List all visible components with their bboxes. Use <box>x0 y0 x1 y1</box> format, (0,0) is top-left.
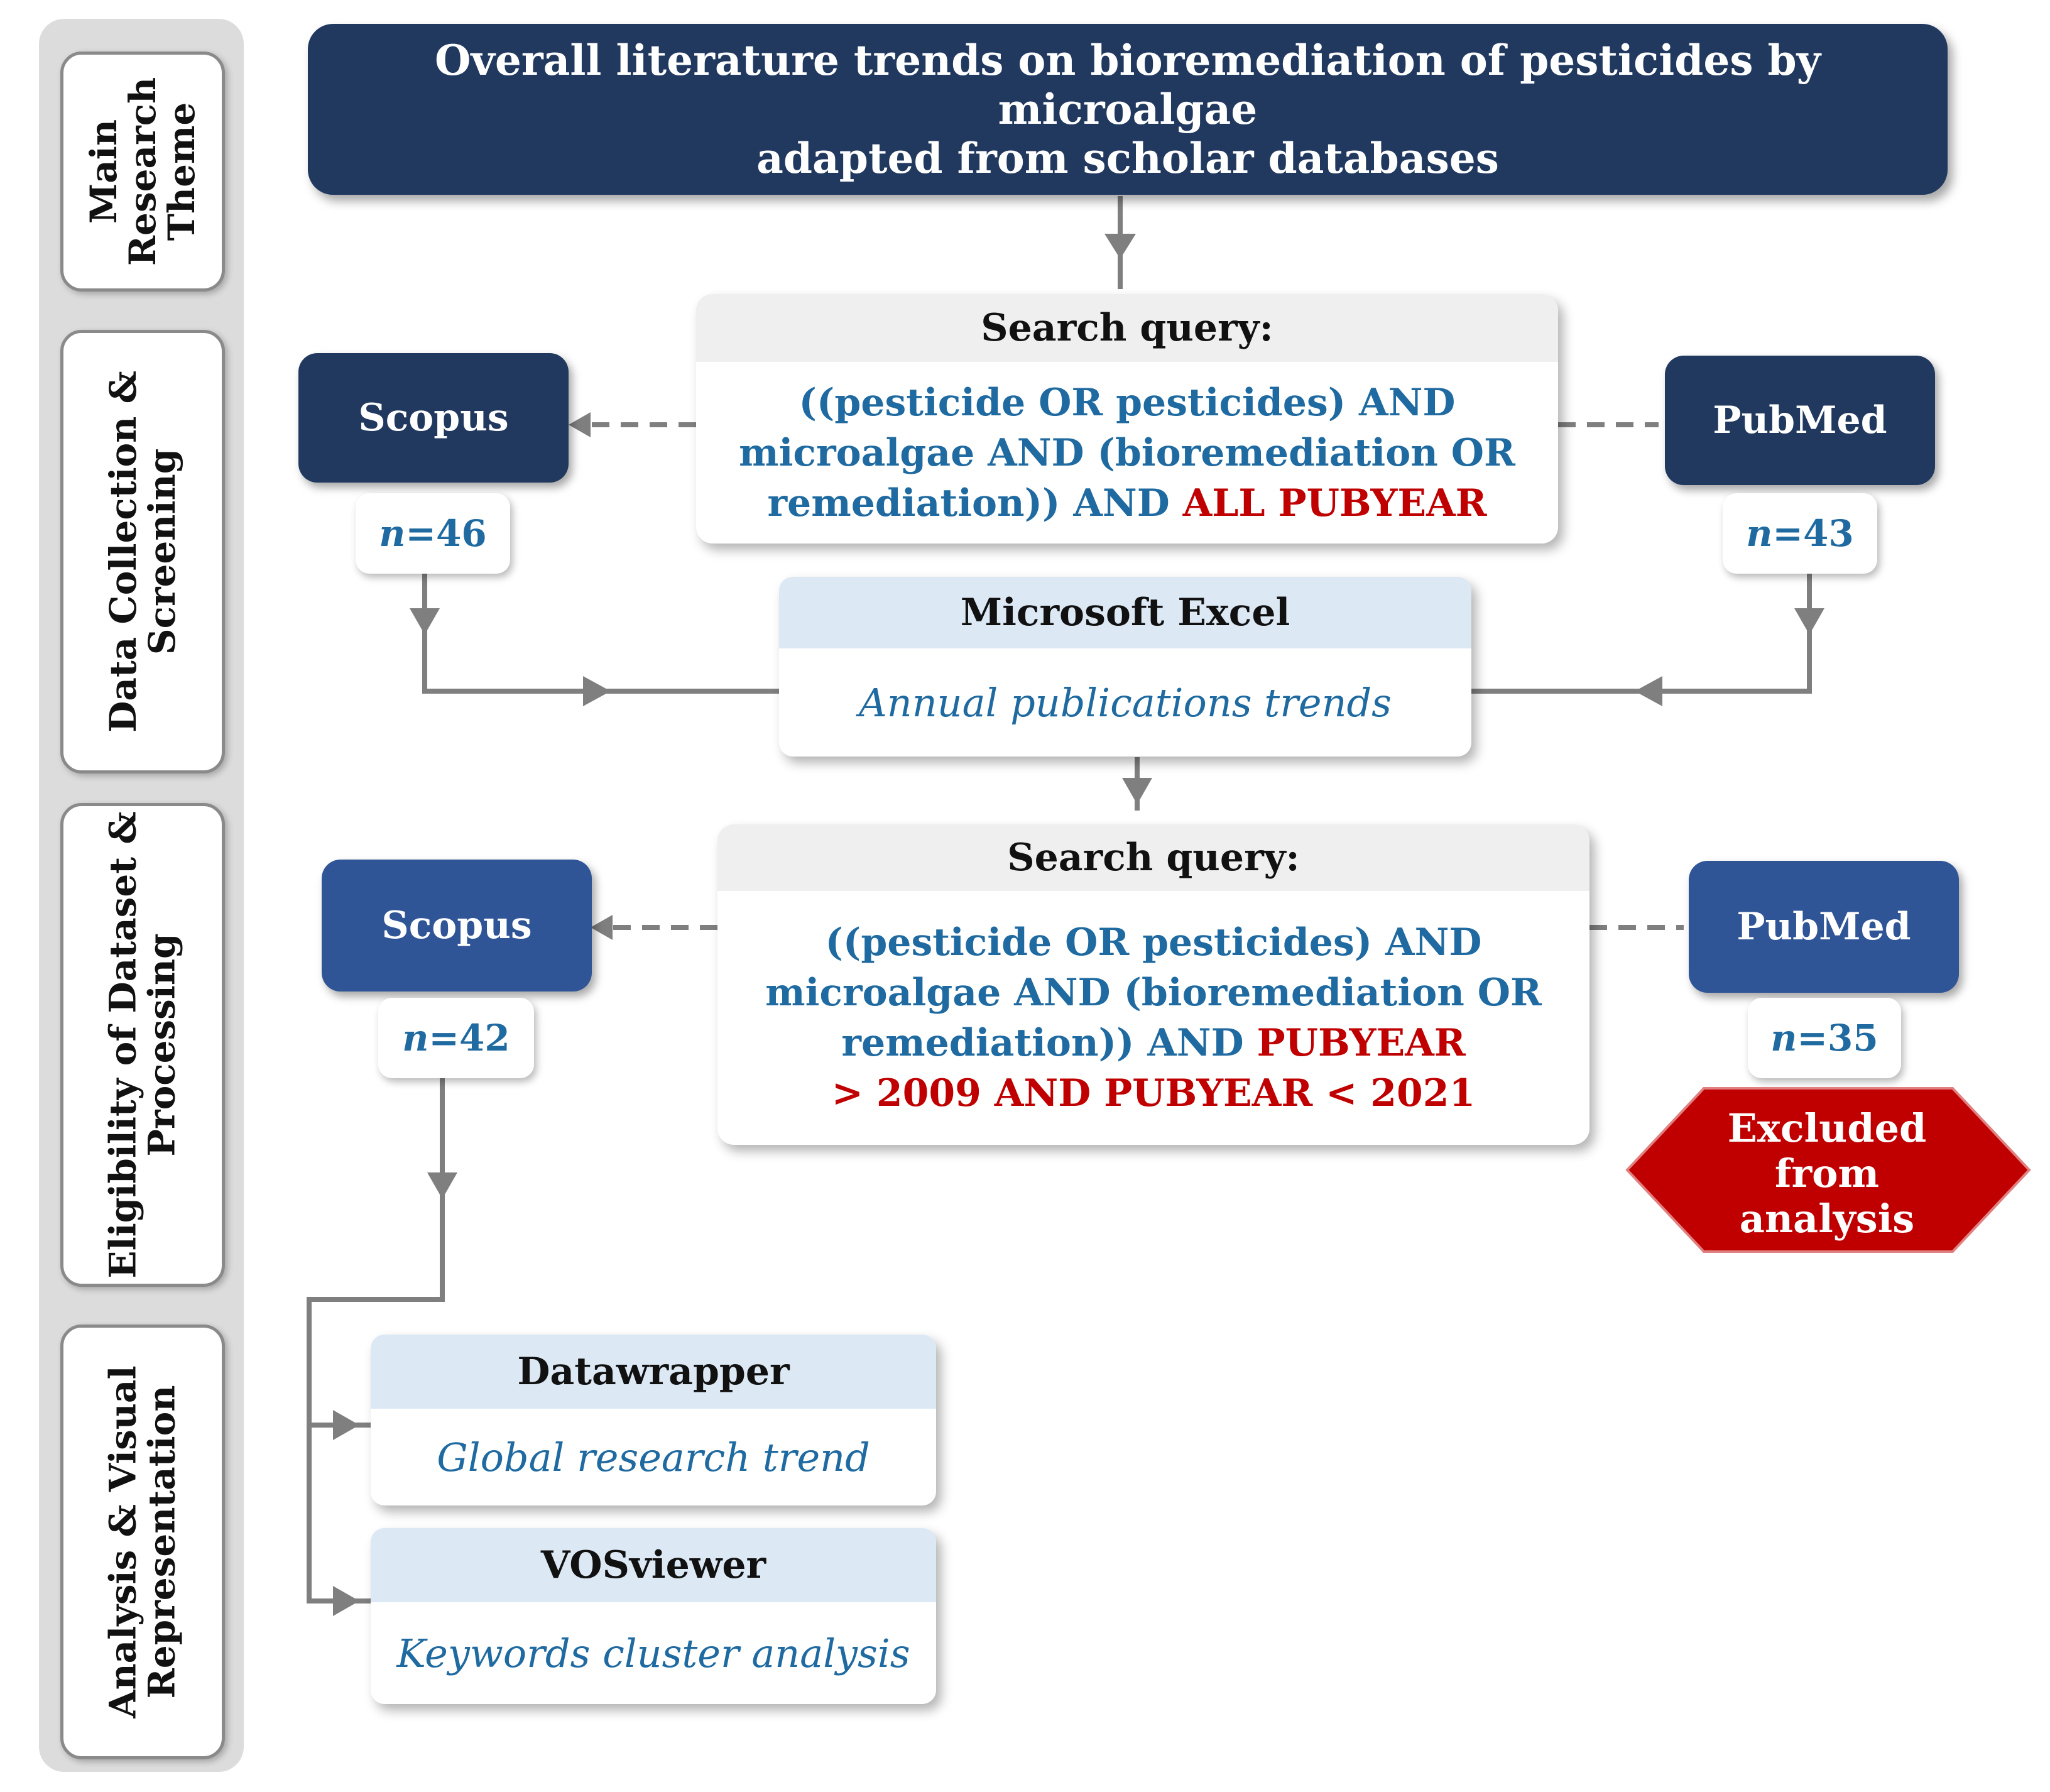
arrowhead-query2-scopus <box>591 915 613 940</box>
query-line: microalgae AND (bioremediation OR <box>739 430 1515 475</box>
stage-data-collection: Data Collection & Screening <box>60 330 225 773</box>
pubmed-count-badge: n=43 <box>1723 493 1877 574</box>
stage-analysis: Analysis & Visual Representation <box>60 1325 225 1759</box>
arrowhead-query-scopus <box>569 412 591 437</box>
arrowhead-title-query <box>1104 234 1136 259</box>
arrowhead-excel-query <box>1122 778 1152 804</box>
arrowhead-scopus-down <box>410 608 440 635</box>
stage-eligibility: Eligibility of Dataset & Processing <box>60 803 225 1287</box>
vosviewer-box: VOSviewer Keywords cluster analysis <box>371 1528 936 1704</box>
tool-task: Keywords cluster analysis <box>396 1630 910 1676</box>
query-line: remediation)) AND <box>841 1021 1244 1065</box>
datawrapper-box: Datawrapper Global research trend <box>371 1335 936 1505</box>
pubmed-database-box: PubMed <box>1665 356 1935 485</box>
arrowhead-pubmed-down <box>1794 608 1824 635</box>
excluded-line: analysis <box>1739 1196 1915 1242</box>
connector-scopus-to-excel <box>422 573 779 694</box>
arrowhead-to-vosviewer <box>333 1586 359 1616</box>
query-year-filter: ALL PUBYEAR <box>1182 481 1487 525</box>
search-query-box-all-years: Search query: ((pesticide OR pesticides)… <box>696 294 1558 544</box>
search-query-text: ((pesticide OR pesticides) AND microalga… <box>696 362 1558 544</box>
arrowhead-scopus42-down <box>427 1172 457 1199</box>
n-symbol: n <box>402 1017 429 1059</box>
count-value: =42 <box>428 1017 510 1059</box>
title-line: adapted from scholar databases <box>756 134 1499 183</box>
search-query-text: ((pesticide OR pesticides) AND microalga… <box>717 891 1589 1145</box>
pubmed-filtered-count-badge: n=35 <box>1748 998 1901 1078</box>
n-symbol: n <box>1770 1017 1797 1059</box>
count-value: =43 <box>1772 512 1854 555</box>
search-query-box-date-range: Search query: ((pesticide OR pesticides)… <box>717 824 1589 1145</box>
scopus-database-box: Scopus <box>298 353 569 483</box>
count-value: =46 <box>405 512 487 555</box>
query-year-filter: PUBYEAR <box>1257 1021 1466 1065</box>
connector-pubmed-to-excel <box>1471 573 1812 694</box>
stage-main-research-theme: Main Research Theme <box>60 52 225 292</box>
tool-name: Microsoft Excel <box>779 577 1471 648</box>
query-line: ((pesticide OR pesticides) AND <box>799 380 1456 425</box>
scopus-database-box-filtered: Scopus <box>322 860 592 992</box>
tool-task: Global research trend <box>437 1434 870 1480</box>
tool-name: Datawrapper <box>371 1335 936 1409</box>
connector-scopus-to-tools <box>307 1078 445 1604</box>
main-research-theme-box: Overall literature trends on bioremediat… <box>308 24 1948 195</box>
pubmed-database-box-filtered: PubMed <box>1689 861 1959 993</box>
title-line: Overall literature trends on bioremediat… <box>434 36 1821 134</box>
scopus-count-badge: n=46 <box>356 493 510 574</box>
n-symbol: n <box>379 512 406 555</box>
query-line: remediation)) AND <box>767 481 1170 525</box>
query-line: microalgae AND (bioremediation OR <box>765 971 1542 1015</box>
n-symbol: n <box>1746 512 1773 555</box>
excluded-line: from <box>1774 1150 1880 1196</box>
count-value: =35 <box>1797 1017 1878 1059</box>
query-line: ((pesticide OR pesticides) AND <box>825 921 1482 964</box>
scopus-filtered-count-badge: n=42 <box>378 998 534 1078</box>
arrowhead-to-datawrapper <box>333 1410 359 1440</box>
search-query-header: Search query: <box>696 294 1558 362</box>
microsoft-excel-box: Microsoft Excel Annual publications tren… <box>779 577 1471 757</box>
search-query-header: Search query: <box>717 824 1589 891</box>
tool-name: VOSviewer <box>371 1528 936 1602</box>
excluded-line: Excluded <box>1727 1105 1927 1151</box>
excluded-from-analysis-shape <box>1625 1087 2031 1253</box>
arrowhead-to-excel-right <box>1635 676 1662 706</box>
tool-task: Annual publications trends <box>859 679 1392 726</box>
arrowhead-to-excel-left <box>583 676 611 706</box>
query-year-range: > 2009 AND PUBYEAR < 2021 <box>831 1071 1476 1115</box>
excluded-from-analysis-label: Excluded from analysis <box>1632 1092 2022 1255</box>
